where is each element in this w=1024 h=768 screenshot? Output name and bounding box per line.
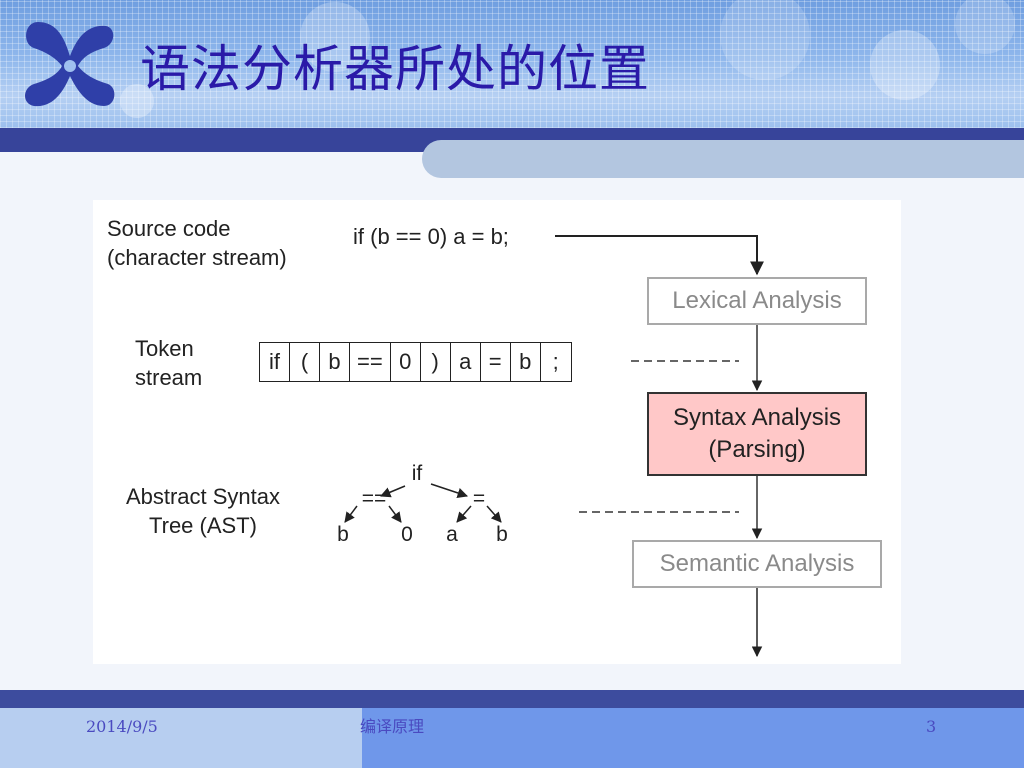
- decorative-bubble: [300, 2, 370, 72]
- compiler-pipeline-figure: Source code (character stream) if (b == …: [93, 200, 901, 664]
- token-cell: ): [421, 343, 451, 381]
- ast-node-leaf: b: [337, 523, 349, 546]
- footer-right-panel: [362, 708, 1024, 768]
- token-cell: =: [481, 343, 511, 381]
- footer-left-panel: [0, 708, 362, 768]
- decorative-bubble: [870, 30, 940, 100]
- source-to-lexical-arrow: [555, 235, 764, 276]
- lexical-analysis-box: Lexical Analysis: [647, 277, 867, 325]
- token-cell: ;: [552, 349, 559, 374]
- footer-band: [0, 690, 1024, 708]
- token-cell: ==: [350, 343, 391, 381]
- footer-date: 2014/9/5: [86, 717, 158, 736]
- token-cell: a: [451, 343, 481, 381]
- ast-node-leaf: 0: [401, 523, 413, 546]
- slide-title: 语法分析器所处的位置: [140, 40, 650, 98]
- ast-node-root: if: [411, 462, 423, 485]
- source-code-text: if (b == 0) a = b;: [353, 224, 509, 249]
- ast-edge: [344, 505, 358, 523]
- source-code-label: Source code (character stream): [107, 216, 287, 270]
- semantic-analysis-box: Semantic Analysis: [632, 540, 882, 588]
- token-stream: if ( b == 0 ) a = b ;: [259, 342, 572, 382]
- ast-node-left: ==: [361, 487, 387, 510]
- slide-header: 语法分析器所处的位置: [0, 0, 1024, 128]
- decorative-bubble: [720, 0, 810, 80]
- ast-edge: [388, 505, 402, 523]
- decorative-bubble: [955, 0, 1015, 54]
- ast-node-leaf: a: [446, 523, 458, 546]
- token-cell: b: [511, 343, 541, 381]
- ast-edge: [456, 505, 472, 523]
- token-cell: 0: [391, 343, 421, 381]
- ast-edge: [430, 483, 468, 498]
- ast-node-leaf: b: [496, 523, 508, 546]
- header-pill-band: [422, 140, 1024, 178]
- token-cell: (: [290, 343, 320, 381]
- token-stream-label: Token stream: [135, 336, 203, 390]
- ast-label: Abstract Syntax Tree (AST): [125, 484, 281, 538]
- ast-edge: [486, 505, 502, 523]
- x-logo-icon: [25, 22, 115, 107]
- decorative-bubble: [120, 84, 154, 118]
- ast-edge: [380, 485, 406, 498]
- syntax-analysis-box: Syntax Analysis (Parsing): [647, 392, 867, 476]
- pipeline-connectors: [344, 235, 764, 658]
- token-cell: if: [260, 343, 290, 381]
- token-cell: b: [320, 343, 350, 381]
- ast-node-right: =: [472, 487, 486, 510]
- footer-course-name: 编译原理: [360, 717, 425, 736]
- footer-page-number: 3: [926, 717, 937, 736]
